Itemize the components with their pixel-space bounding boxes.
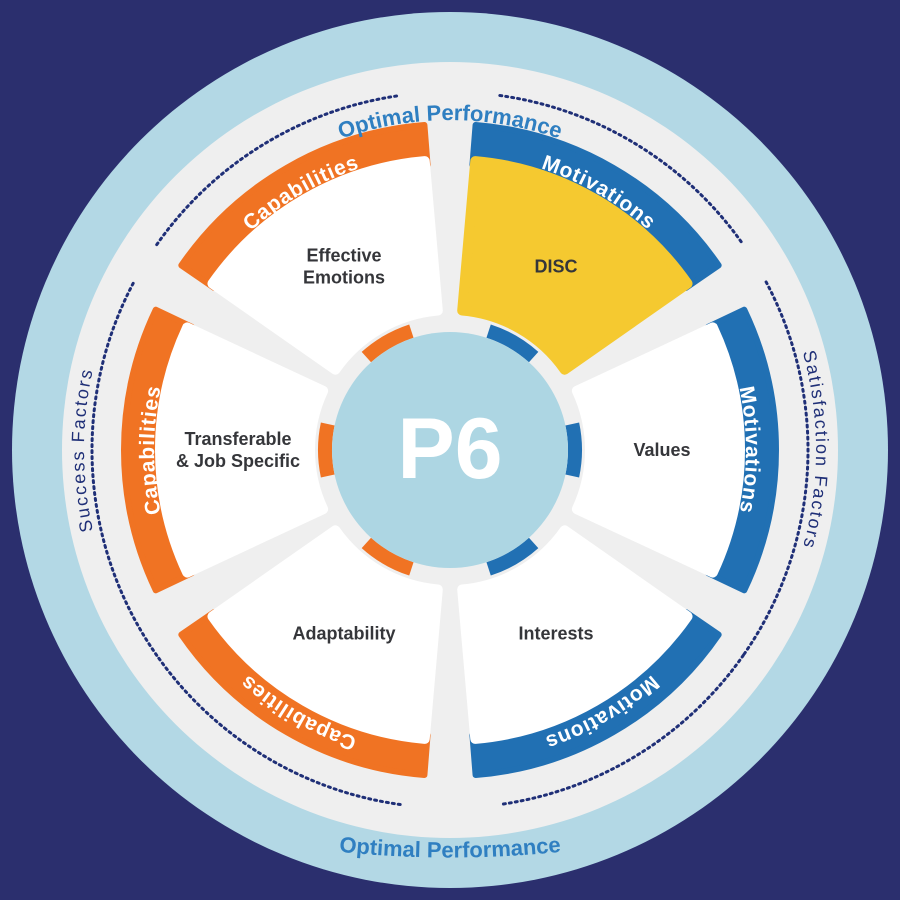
center-circle [332,332,568,568]
segment-cell-motivations-bottom[interactable] [457,525,693,744]
segment-label-motivations-bottom: Interests [518,624,593,644]
dotted-arc [155,653,402,807]
segment-cell-capabilities-bottom[interactable] [207,525,443,744]
dotted-arc [498,93,745,247]
segment-accent-capabilities-top [361,324,414,363]
segment-label-motivations-top: DISC [534,256,577,276]
segment-label-capabilities-left: Transferable& Job Specific [176,429,300,471]
segment-cell-motivations-top[interactable] [457,156,693,375]
segment-accent-capabilities-left [317,422,335,478]
segment-accent-motivations-top [486,324,539,363]
dotted-arc [90,280,159,657]
dotted-arcs [90,93,810,807]
segment-accent-motivations-right [565,422,583,478]
segment-cell-motivations-right[interactable] [571,322,745,578]
dotted-arc [155,93,402,247]
segment-label-motivations-right: Values [633,440,690,460]
segment-label-capabilities-bottom: Adaptability [292,624,395,644]
dotted-arc [498,653,745,807]
segments: MotivationsDISCMotivationsValuesMotivati… [121,122,779,778]
segment-accent-motivations-bottom [486,537,539,576]
inner-accent-arcs [317,324,583,576]
segment-accent-capabilities-bottom [361,537,414,576]
dotted-arc [741,280,810,657]
segment-cell-capabilities-left[interactable] [155,322,329,578]
segment-cell-capabilities-top[interactable] [207,156,443,375]
center-label: P6 [397,401,502,497]
